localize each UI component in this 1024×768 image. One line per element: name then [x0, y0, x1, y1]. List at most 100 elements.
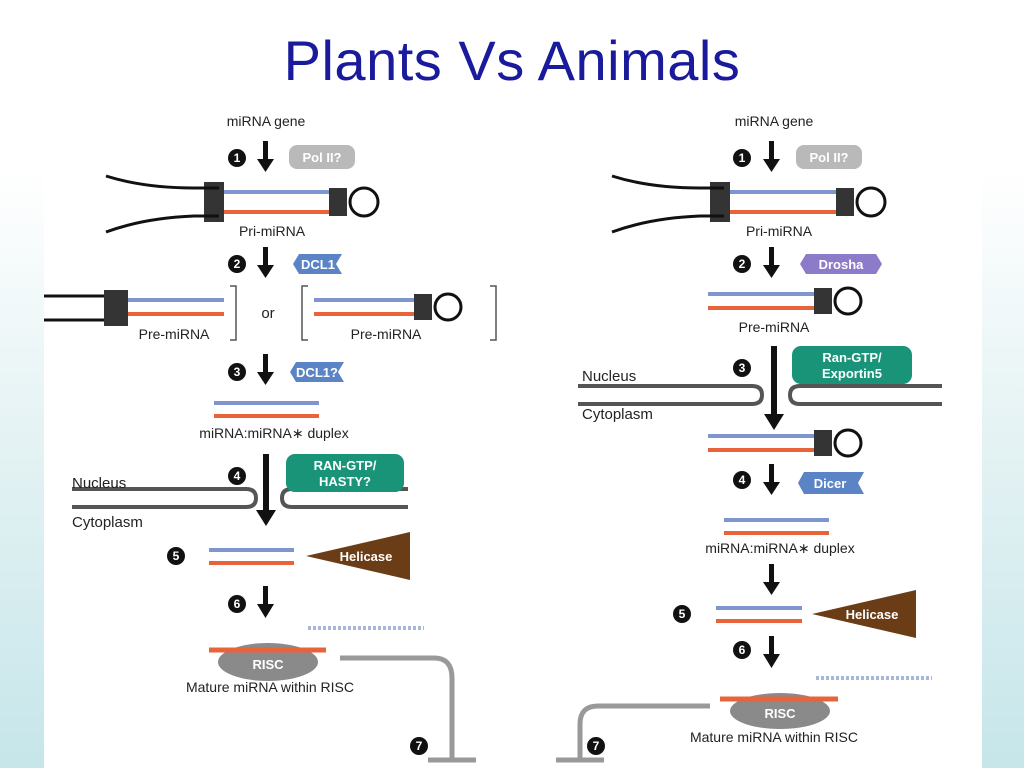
- plants-step2-number: 2: [234, 257, 241, 271]
- animals-pathway: miRNA gene 1 Pol II? Pri-miRNA 2 Dr: [556, 113, 942, 763]
- plants-pol2-label: Pol II?: [303, 150, 342, 165]
- plants-pri-loop: [348, 186, 380, 218]
- plants-pri-stem-dark: [329, 188, 347, 216]
- animals-step2-marker: [733, 255, 751, 273]
- animals-pri-mirna: [611, 174, 887, 234]
- animals-drosha-label: Drosha: [819, 257, 865, 272]
- plants-or-label: or: [261, 305, 274, 322]
- plants-duplex: [214, 401, 319, 418]
- plants-hasty-label: HASTY?: [319, 474, 371, 489]
- plants-step2-marker: [228, 255, 246, 273]
- plants-dcl1-label: DCL1: [301, 257, 335, 272]
- plants-step6-arrow: [257, 586, 274, 618]
- plants-gene-label: miRNA gene: [227, 113, 306, 129]
- plants-pri-junction: [204, 182, 224, 222]
- animals-pre-loop: [833, 286, 863, 316]
- animals-nuclear-membrane-right: [787, 384, 942, 406]
- plants-dcl1q-label: DCL1?: [296, 365, 338, 380]
- plants-step3-marker: [228, 363, 246, 381]
- animals-cyto-stem-dark: [814, 430, 832, 456]
- plants-nucleus-label: Nucleus: [72, 475, 126, 492]
- animals-duplex: [724, 518, 829, 535]
- plants-step6-marker: [228, 595, 246, 613]
- animals-ran-exportin-box: [792, 346, 912, 384]
- animals-pri-label: Pri-miRNA: [746, 223, 813, 239]
- plants-pri-label: Pri-miRNA: [239, 223, 306, 239]
- animals-nucleus-label: Nucleus: [582, 368, 636, 385]
- plants-pre-mirna-b: [314, 292, 463, 322]
- animals-exportin-label: Exportin5: [822, 366, 882, 381]
- animals-step4-number: 4: [739, 473, 746, 487]
- mirna-pathway-figure: miRNA gene 1 Pol II? Pri-miRNA 2 DC: [44, 108, 982, 768]
- plants-mature-label: Mature miRNA within RISC: [186, 679, 354, 695]
- animals-helicase-shape: [812, 590, 916, 638]
- animals-mature-label: Mature miRNA within RISC: [690, 729, 858, 745]
- animals-pri-tail-top: [611, 174, 724, 190]
- animals-helicase-duplex: [716, 606, 802, 623]
- plants-step3-number: 3: [234, 365, 241, 379]
- animals-step6-marker: [733, 641, 751, 659]
- plants-dcl1q-box: [290, 362, 344, 382]
- plants-helicase-label: Helicase: [340, 549, 393, 564]
- animals-helicase-label: Helicase: [846, 607, 899, 622]
- animals-step3-marker: [733, 359, 751, 377]
- plants-pathway: miRNA gene 1 Pol II? Pri-miRNA 2 DC: [44, 113, 497, 763]
- plants-step1-marker: [228, 149, 246, 167]
- animals-inhibition-line: [577, 703, 710, 760]
- animals-cyto-loop: [833, 428, 863, 458]
- plants-step5-number: 5: [173, 549, 180, 563]
- plants-step6-number: 6: [234, 597, 241, 611]
- animals-pri-tail-bottom: [611, 214, 724, 234]
- plants-pri-tail-top: [105, 174, 219, 190]
- animals-drosha-box: [800, 254, 882, 274]
- animals-ran-label: Ran-GTP/: [822, 350, 882, 365]
- animals-duplex-label: miRNA:miRNA∗ duplex: [705, 540, 854, 556]
- plants-helicase-duplex: [209, 548, 294, 565]
- animals-step1-arrow: [763, 141, 780, 172]
- plants-cytoplasm-label: Cytoplasm: [72, 514, 143, 531]
- plants-pre-a-label: Pre-miRNA: [139, 326, 210, 342]
- animals-step2-number: 2: [739, 257, 746, 271]
- animals-pol2-label: Pol II?: [810, 150, 849, 165]
- plants-pri-tail-bottom: [105, 214, 219, 234]
- animals-pre-mirna: [708, 286, 863, 316]
- plants-step7-number: 7: [416, 739, 423, 753]
- slide-title: Plants Vs Animals: [283, 29, 741, 92]
- animals-step3-number: 3: [739, 361, 746, 375]
- pathway-diagram: miRNA gene 1 Pol II? Pri-miRNA 2 DC: [44, 113, 942, 763]
- animals-risc-label: RISC: [764, 706, 796, 721]
- animals-step7-number: 7: [593, 739, 600, 753]
- animals-step5-marker: [673, 605, 691, 623]
- plants-step4-number: 4: [234, 469, 241, 483]
- animals-pri-loop: [855, 186, 887, 218]
- plants-step4-marker: [228, 467, 246, 485]
- plants-pol2-box: [289, 145, 355, 169]
- animals-dicer-box: [798, 472, 864, 494]
- animals-pri-stem-dark: [836, 188, 854, 216]
- plants-nuclear-membrane-right: [279, 487, 408, 509]
- plants-step1-number: 1: [234, 151, 241, 165]
- animals-gene-label: miRNA gene: [735, 113, 814, 129]
- plants-pre-b-stem-dark: [414, 294, 432, 320]
- plants-pre-b-loop: [433, 292, 463, 322]
- plants-inhibition-line: [340, 655, 455, 760]
- plants-step2-arrow: [257, 247, 274, 278]
- animals-step4-arrow: [763, 464, 780, 495]
- plants-bracket-left-b: [301, 285, 308, 341]
- plants-duplex-label: miRNA:miRNA∗ duplex: [199, 425, 348, 441]
- plants-pre-a-junction: [104, 290, 128, 326]
- animals-risc-complex: [730, 693, 830, 729]
- plants-ran-hasty-box: [286, 454, 404, 492]
- plants-risc-label: RISC: [252, 657, 284, 672]
- plants-step1-arrow: [257, 141, 274, 172]
- animals-step4-marker: [733, 471, 751, 489]
- animals-step2-arrow: [763, 247, 780, 278]
- plants-bracket-right-a: [230, 285, 237, 341]
- animals-step7-marker: [587, 737, 605, 755]
- plants-nuclear-membrane-left: [72, 487, 259, 509]
- animals-pre-label: Pre-miRNA: [739, 319, 810, 335]
- animals-nuclear-membrane-left: [578, 384, 765, 406]
- animals-step1-number: 1: [739, 151, 746, 165]
- plants-step7-marker: [410, 737, 428, 755]
- animals-step1-marker: [733, 149, 751, 167]
